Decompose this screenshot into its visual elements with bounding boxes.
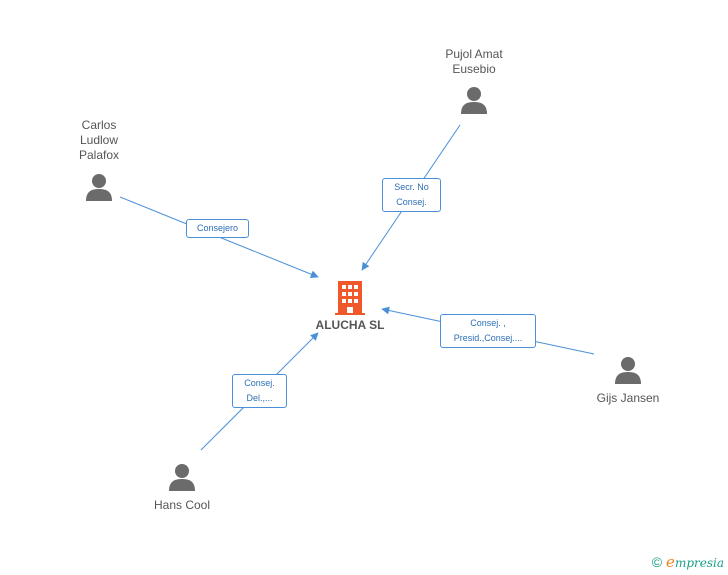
company-node[interactable]: ALUCHA SL <box>308 280 392 332</box>
person-icon <box>86 174 112 201</box>
person-carlos[interactable]: Carlos Ludlow Palafox <box>60 118 138 202</box>
person-gijs[interactable]: Gijs Jansen <box>580 355 676 406</box>
relation-line: Consej. <box>396 197 427 207</box>
company-name: ALUCHA SL <box>315 318 385 332</box>
copyright-icon: © <box>651 554 663 570</box>
person-icon <box>615 357 641 384</box>
relation-line: Presid.,Consej.... <box>453 333 523 343</box>
relation-label-gijs[interactable]: Consej. , Presid.,Consej.... <box>440 314 536 348</box>
brand-watermark: © empresia <box>652 553 724 571</box>
person-hans[interactable]: Hans Cool <box>134 462 230 513</box>
logo-first-letter: e <box>666 553 675 571</box>
logo-rest: mpresia <box>674 556 724 570</box>
person-pujol[interactable]: Pujol Amat Eusebio <box>424 47 524 115</box>
relation-line: Consejero <box>196 223 239 233</box>
relation-line: Consej. <box>244 378 275 388</box>
relation-line: Del.,... <box>246 393 273 403</box>
building-icon <box>335 281 365 315</box>
empresia-logo: empresia <box>666 553 724 571</box>
person-icon <box>461 87 487 114</box>
person-name: Pujol Amat Eusebio <box>445 47 503 76</box>
relation-label-hans[interactable]: Consej. Del.,... <box>232 374 287 408</box>
relation-label-carlos[interactable]: Consejero <box>186 219 249 238</box>
relation-line: Secr. No <box>394 182 429 192</box>
person-name: Carlos Ludlow Palafox <box>78 118 120 162</box>
relation-label-pujol[interactable]: Secr. No Consej. <box>382 178 441 212</box>
person-name: Gijs Jansen <box>596 391 660 405</box>
person-name: Hans Cool <box>153 498 211 512</box>
relation-line: Consej. , <box>470 318 506 328</box>
person-icon <box>169 464 195 491</box>
